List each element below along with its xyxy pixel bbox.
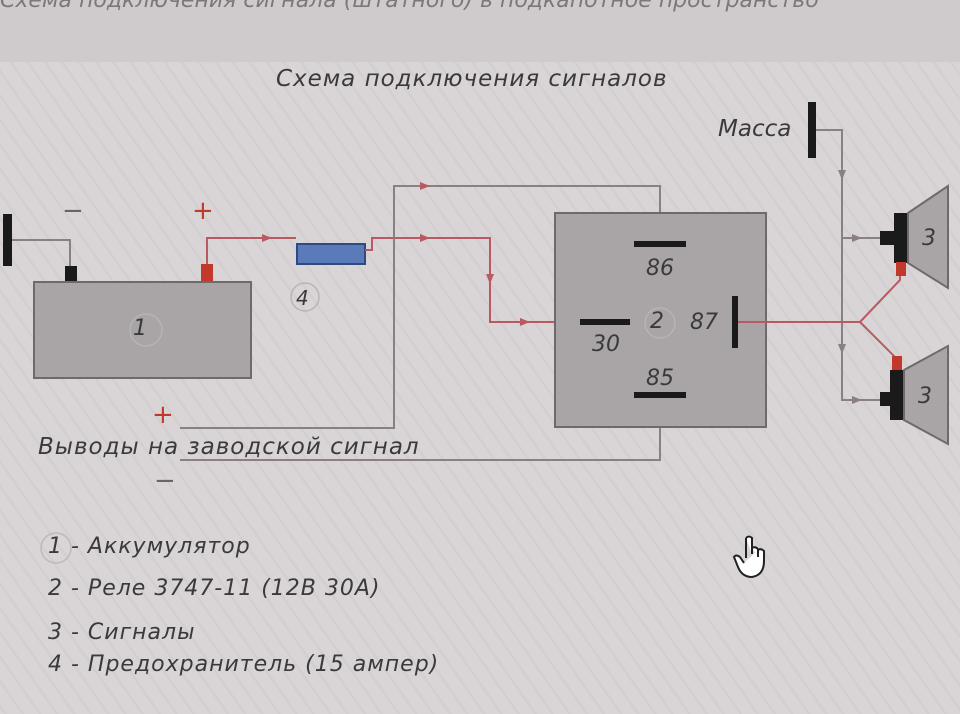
battery-number-circle	[129, 313, 163, 347]
fuse-number: 4	[296, 286, 309, 310]
arrow-ground-horn-top	[852, 234, 862, 242]
horn-top-number: 3	[922, 226, 936, 251]
arrow-down-30	[486, 274, 494, 284]
fuse	[296, 243, 366, 265]
arrow-ground-down	[838, 170, 846, 180]
battery-terminal-positive	[201, 264, 213, 282]
legend-item-1: 1 - Аккумулятор	[48, 534, 251, 559]
relay-pin-30-label: 30	[592, 332, 620, 357]
arrow-ground-down-2	[838, 344, 846, 354]
ground-bar-left	[3, 214, 12, 266]
hand-cursor-icon	[733, 535, 765, 578]
outputs-label: Выводы на заводской сигнал	[38, 434, 420, 460]
arrow-positive	[262, 234, 272, 242]
relay-pin-86-label: 86	[646, 256, 674, 281]
top-cropped-band: Схема подключения сигнала (штатного) в п…	[0, 0, 960, 62]
arrow-fuse	[420, 234, 430, 242]
battery-minus-sign: −	[62, 196, 84, 226]
legend-circle-1	[40, 532, 72, 564]
horn-bottom	[880, 344, 949, 446]
legend-item-3: 3 - Сигналы	[48, 620, 196, 645]
battery-terminal-negative	[65, 266, 77, 282]
wire-output-plus-to-86	[180, 185, 661, 429]
relay-pin-87-label: 87	[690, 310, 718, 335]
horn-top	[880, 184, 949, 290]
relay-pin-87-bar	[732, 296, 738, 348]
ground-bar-massa	[808, 102, 816, 158]
battery-body	[33, 281, 252, 379]
arrow-ground-horn-bottom	[852, 396, 862, 404]
outputs-plus-sign: +	[152, 400, 174, 430]
battery-plus-sign: +	[192, 196, 214, 226]
legend-item-2: 2 - Реле 3747-11 (12В 30А)	[48, 576, 381, 601]
ground-label: Масса	[718, 116, 792, 142]
relay-pin-85-bar	[634, 392, 686, 398]
top-cropped-text: Схема подключения сигнала (штатного) в п…	[0, 0, 819, 13]
relay-number-circle	[644, 307, 676, 339]
battery-number: 1	[133, 316, 147, 341]
relay-pin-30-bar	[580, 319, 630, 325]
background-texture	[0, 62, 960, 714]
horn-bottom-number: 3	[918, 384, 932, 409]
diagram-title: Схема подключения сигналов	[276, 66, 668, 92]
arrow-plus-86	[420, 182, 430, 190]
relay-number: 2	[650, 309, 664, 334]
fuse-number-circle	[290, 282, 320, 312]
wire-fuse-to-30	[365, 237, 580, 323]
relay-pin-85-label: 85	[646, 366, 674, 391]
wire-negative	[12, 239, 71, 272]
legend-item-4: 4 - Предохранитель (15 ампер)	[48, 652, 440, 677]
relay-pin-86-bar	[634, 241, 686, 247]
arrow-to-30	[520, 318, 530, 326]
outputs-minus-sign: −	[154, 466, 176, 496]
